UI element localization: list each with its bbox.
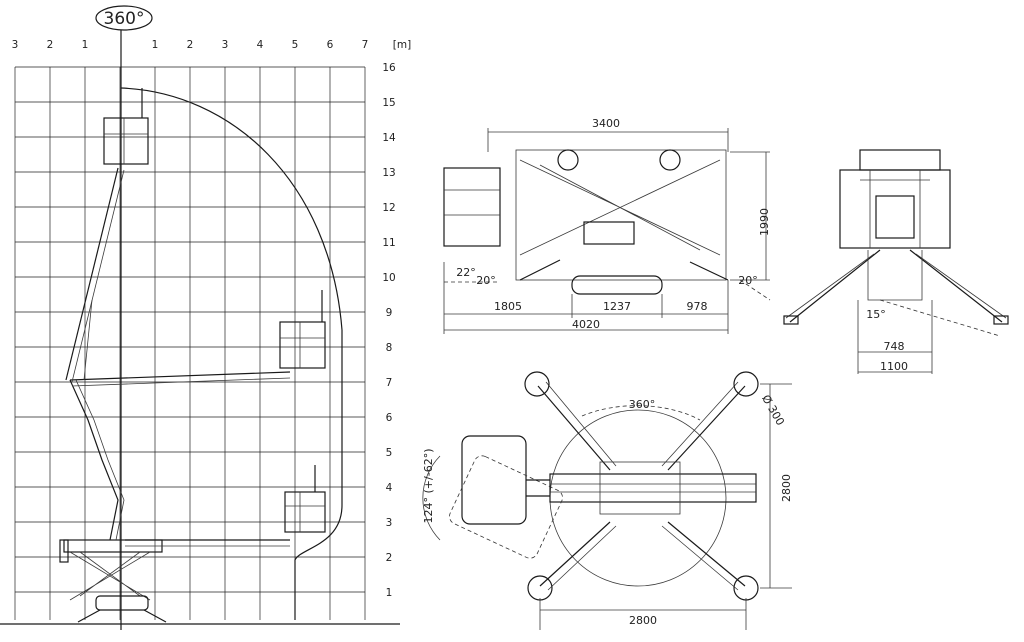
y-tick-label: 8 (386, 342, 393, 354)
boom-position-high (65, 88, 149, 383)
y-tick-label: 2 (386, 552, 393, 564)
rotation-badge-text: 360° (104, 9, 145, 29)
dim-inner-width: 748 (884, 340, 905, 353)
x-tick-right-2: 2 (187, 39, 194, 51)
y-tick-label: 1 (386, 587, 393, 599)
rotation-arc (581, 405, 701, 421)
x-tick-right-5: 5 (292, 39, 299, 51)
x-tick-right-6: 6 (327, 39, 334, 51)
pad-top-left (524, 371, 550, 397)
pad-bottom-left (527, 575, 553, 601)
y-tick-label: 11 (382, 237, 395, 249)
y-tick-label: 14 (382, 132, 396, 144)
pad-diameter-label: Ø 300 (759, 393, 787, 428)
dim-seg-a: 1805 (494, 300, 522, 313)
dim-outrigger-height: 2800 (780, 474, 793, 502)
basket-rotation-label: 124° (+/-62°) (422, 449, 435, 524)
x-tick-right-4: 4 (257, 39, 264, 51)
y-tick-label: 12 (382, 202, 395, 214)
front-outriggers (789, 249, 1003, 323)
side-track (571, 275, 663, 295)
angle-left-outer: 22° (456, 266, 476, 279)
rotation-badge-ellipse (95, 5, 153, 31)
working-range-chart: 360° 3 2 1 1 2 3 4 5 6 7 [m] 16151413121… (0, 5, 411, 630)
dim-total-length: 4020 (572, 318, 600, 331)
grid-lines (14, 66, 366, 620)
dim-outer-width: 1100 (880, 360, 908, 373)
top-outriggers (537, 385, 746, 587)
base-machine (59, 539, 167, 623)
angle-right: 20° (738, 274, 758, 287)
x-tick-right-1: 1 (152, 39, 159, 51)
x-tick-right-3: 3 (222, 39, 229, 51)
top-basket-rotated (449, 455, 563, 559)
y-tick-label: 10 (382, 272, 395, 284)
front-view: 15° 748 1100 (783, 149, 1009, 374)
y-tick-label: 13 (382, 167, 395, 179)
top-view: 360° 124° (+/-62°) Ø 300 2800 2800 (422, 371, 793, 630)
front-angle: 15° (866, 308, 886, 321)
y-tick-label: 4 (386, 482, 393, 494)
y-tick-label: 7 (386, 377, 393, 389)
angle-left-inner: 20° (476, 274, 496, 287)
dim-seg-b: 1237 (603, 300, 631, 313)
working-envelope (120, 87, 343, 620)
y-tick-label: 16 (382, 62, 396, 74)
x-tick-left-2: 2 (47, 39, 54, 51)
boom-position-mid (69, 290, 326, 387)
pad-bottom-right (733, 575, 759, 601)
y-tick-label: 6 (386, 412, 393, 424)
y-tick-label: 5 (386, 447, 393, 459)
dim-height: 1990 (758, 208, 771, 236)
y-tick-label: 9 (386, 307, 393, 319)
y-tick-label: 15 (382, 97, 395, 109)
pad-top-right (733, 371, 759, 397)
side-view: 3400 1990 22° 20° 20° 1805 1237 978 4020 (443, 117, 771, 334)
x-tick-left-3: 3 (12, 39, 19, 51)
boom-position-low (69, 379, 326, 547)
dim-seg-c: 978 (687, 300, 708, 313)
top-chassis (549, 473, 757, 503)
y-tick-label: 3 (386, 517, 393, 529)
x-tick-right-7: 7 (362, 39, 369, 51)
dim-length-top: 3400 (592, 117, 620, 130)
top-rotation-label: 360° (629, 398, 656, 411)
dim-outrigger-width: 2800 (629, 614, 657, 627)
unit-label: [m] (393, 39, 411, 51)
y-axis-labels: 16 15 14 13 12 11 10 9 8 7 6 5 4 3 2 1 (382, 62, 396, 599)
side-basket (443, 167, 501, 247)
top-basket (461, 435, 527, 525)
x-tick-left-1: 1 (82, 39, 89, 51)
